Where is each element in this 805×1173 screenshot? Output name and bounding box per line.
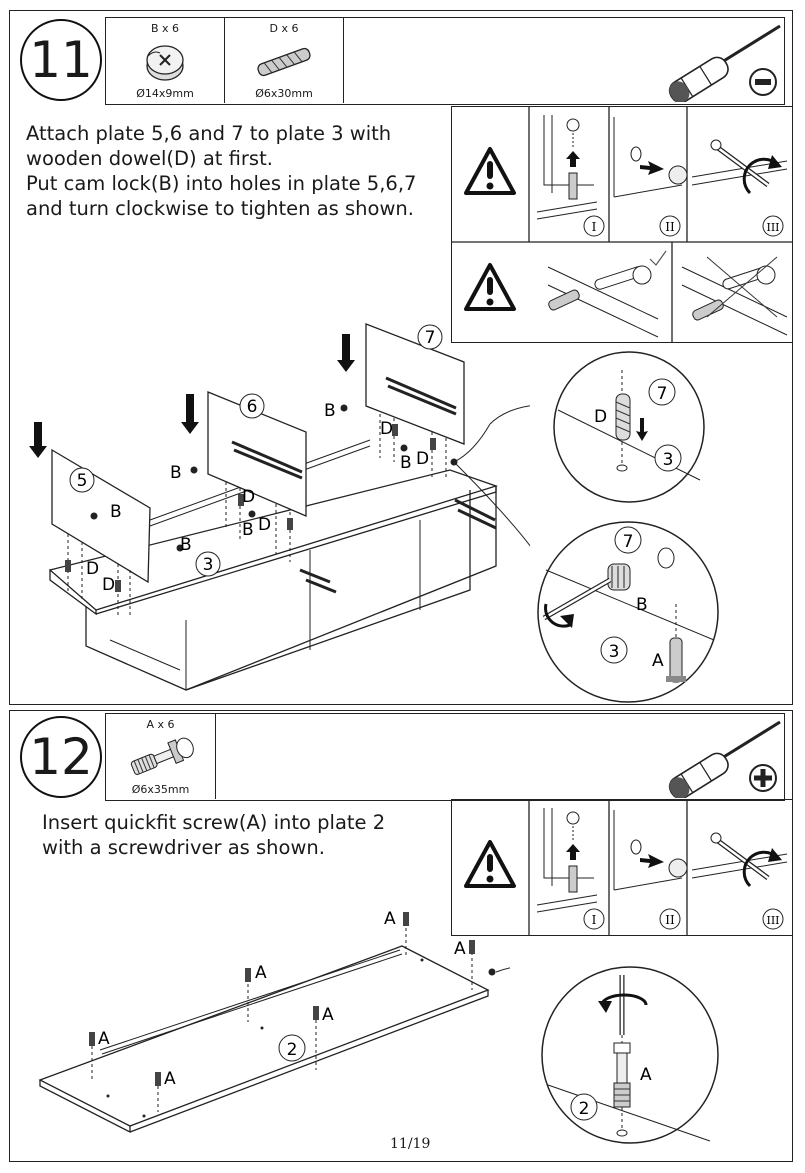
part-label: D xyxy=(86,559,99,579)
plate-label: 7 xyxy=(623,532,634,552)
step-12-frame xyxy=(9,710,793,1162)
step-12-hardware-box: A x 6 Ø6x35mm xyxy=(105,713,785,801)
plate-label: 7 xyxy=(657,384,668,404)
hardware-size: Ø6x30mm xyxy=(255,87,313,100)
sequence-label: II xyxy=(665,220,675,234)
hardware-cam-lock: B x 6 Ø14x9mm xyxy=(106,18,225,103)
part-label: A xyxy=(255,963,267,983)
caution-diagrams: I II III xyxy=(464,800,788,935)
hardware-qty: D x 6 xyxy=(269,22,299,35)
warning-icon xyxy=(464,147,516,195)
part-label: B xyxy=(170,463,182,483)
part-label: B xyxy=(110,502,122,522)
quickfit-detail-callout: 2 A xyxy=(541,966,719,1144)
part-label: D xyxy=(380,419,393,439)
cam-lock-detail-callout: 7 3 B A xyxy=(537,521,719,703)
plate-label: 6 xyxy=(247,397,258,417)
part-label: B xyxy=(180,535,192,555)
plate-label: 2 xyxy=(287,1040,298,1060)
step-11-number: 11 xyxy=(20,19,102,101)
part-label: B xyxy=(400,453,412,473)
hardware-size: Ø14x9mm xyxy=(136,87,194,100)
warning-icon xyxy=(464,263,516,311)
part-label: A xyxy=(164,1069,176,1089)
sequence-label: III xyxy=(766,914,779,927)
step-12-assembly-diagram: A A A A A A 2 xyxy=(38,909,510,1134)
part-label: A xyxy=(652,651,664,671)
part-label: D xyxy=(102,575,115,595)
step-11-caution-panel: I II III xyxy=(451,106,793,343)
plate-label: 3 xyxy=(663,450,674,470)
part-label: D xyxy=(594,407,607,427)
part-label: A xyxy=(322,1005,334,1025)
part-label: D xyxy=(242,487,255,507)
step-12-caution-panel: I II III xyxy=(451,799,793,936)
dowel-detail-callout: 7 3 D xyxy=(553,351,705,503)
part-label: A xyxy=(640,1065,652,1085)
hardware-qty: A x 6 xyxy=(146,718,175,731)
part-label: D xyxy=(258,515,271,535)
caution-diagrams: I II III xyxy=(452,107,792,342)
sequence-label: III xyxy=(766,221,779,234)
phillips-screwdriver-icon xyxy=(668,720,781,798)
part-label: D xyxy=(416,449,429,469)
hardware-quickfit-screw: A x 6 Ø6x35mm xyxy=(106,714,216,799)
part-label: B xyxy=(242,520,254,540)
plate-label: 2 xyxy=(579,1099,590,1119)
page-number: 11/19 xyxy=(390,1136,431,1152)
hardware-wooden-dowel: D x 6 Ø6x30mm xyxy=(225,18,344,103)
part-label: A xyxy=(98,1029,110,1049)
plate-label: 7 xyxy=(425,328,436,348)
plate-label: 3 xyxy=(609,642,620,662)
part-label: A xyxy=(384,909,396,929)
hardware-qty: B x 6 xyxy=(150,22,180,35)
part-label: B xyxy=(636,595,648,615)
step-11-hardware-box: B x 6 Ø14x9mm D x 6 Ø6x30mm xyxy=(105,17,785,105)
step-11-assembly-diagram: 5 6 7 3 B B B B B B D D D D D D xyxy=(29,323,530,691)
cam-lock-icon xyxy=(146,45,184,81)
flathead-screwdriver-icon xyxy=(668,24,781,102)
step-11-frame xyxy=(9,10,793,705)
wooden-dowel-icon xyxy=(257,47,311,77)
part-label: A xyxy=(454,939,466,959)
sequence-label: I xyxy=(592,220,597,234)
quickfit-screw-icon xyxy=(130,737,194,775)
hardware-size: Ø6x35mm xyxy=(131,783,190,796)
sequence-label: II xyxy=(665,913,675,927)
part-label: B xyxy=(324,401,336,421)
plate-label: 3 xyxy=(203,555,214,575)
step-12-number: 12 xyxy=(20,716,102,798)
step-11-instruction: Attach plate 5,6 and 7 to plate 3 with w… xyxy=(26,122,417,220)
plate-label: 5 xyxy=(77,471,88,491)
step-12-instruction: Insert quickfit screw(A) into plate 2 wi… xyxy=(42,811,386,859)
warning-icon xyxy=(464,840,516,888)
sequence-label: I xyxy=(592,913,597,927)
